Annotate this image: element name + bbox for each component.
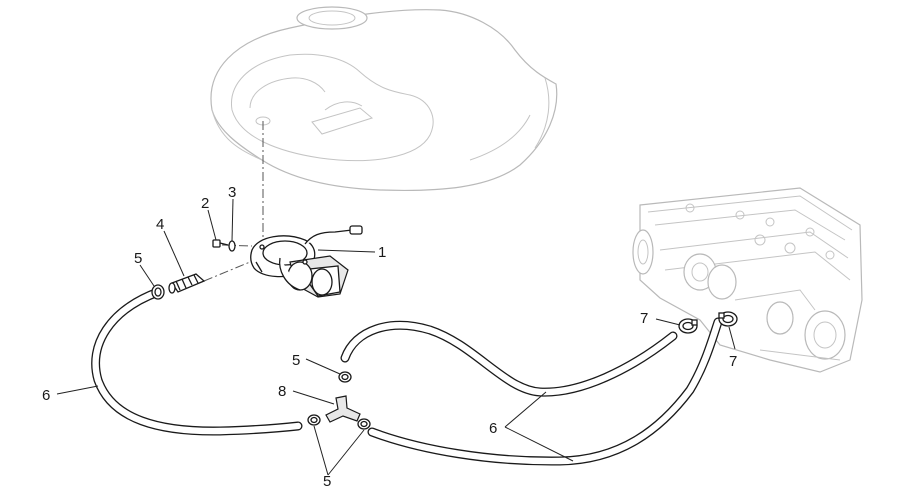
hose-clip-5-middle [338,371,352,383]
callout-1: 1 [378,244,386,261]
t-joint-part-8 [325,395,361,423]
hose-clamp-7-right [718,311,738,327]
callout-6-left: 6 [42,387,50,404]
hose-clip-5-top [151,284,165,300]
callout-5-bottom: 5 [323,473,331,487]
fuel-hoses [91,287,723,466]
callout-3: 3 [228,184,236,201]
leader-lines [56,198,736,476]
fuel-pump-assembly [250,225,363,298]
hose-clip-5-left [307,414,321,426]
callout-4: 4 [156,216,164,233]
callout-8: 8 [278,383,286,400]
callout-2: 2 [201,195,209,212]
screw-part-2 [212,239,229,248]
moto-guzzi-logo [311,101,374,135]
callout-7-left: 7 [640,310,648,327]
hose-fitting-part-4 [168,273,206,294]
assembly-line-fitting [203,261,251,282]
hose-clip-5-right [357,418,371,430]
fuel-tank-outline [210,6,558,192]
callout-7-right: 7 [729,353,737,370]
callout-5-top: 5 [134,250,142,267]
hose-clamp-7-left [678,318,698,334]
callout-6-right: 6 [489,420,497,437]
engine-outline [632,187,863,373]
callout-5-middle: 5 [292,352,300,369]
washer-part-3 [228,240,236,252]
